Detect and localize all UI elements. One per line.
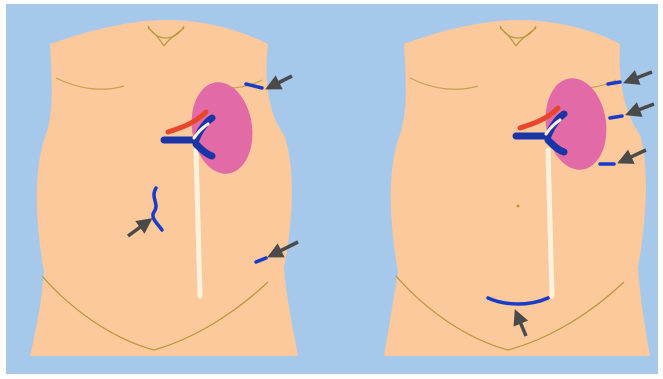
- navel: [517, 205, 520, 208]
- left-torso-panel: [30, 20, 298, 356]
- right-torso-panel: [384, 20, 654, 356]
- incision-upper-right-port-2: [610, 116, 622, 118]
- incision-upper-right-port-1: [608, 82, 620, 84]
- left-torso-body: [30, 20, 298, 356]
